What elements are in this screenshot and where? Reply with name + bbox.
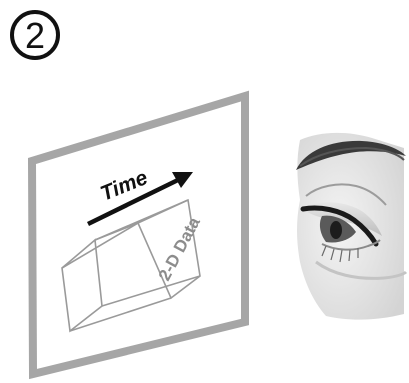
step-number: 2 <box>25 15 45 56</box>
step-badge: 2 <box>12 12 58 58</box>
panel-frame <box>32 96 245 374</box>
eye-icon <box>296 133 406 320</box>
display-panel: Time 2-D Data <box>32 96 245 374</box>
pupil <box>330 221 342 239</box>
